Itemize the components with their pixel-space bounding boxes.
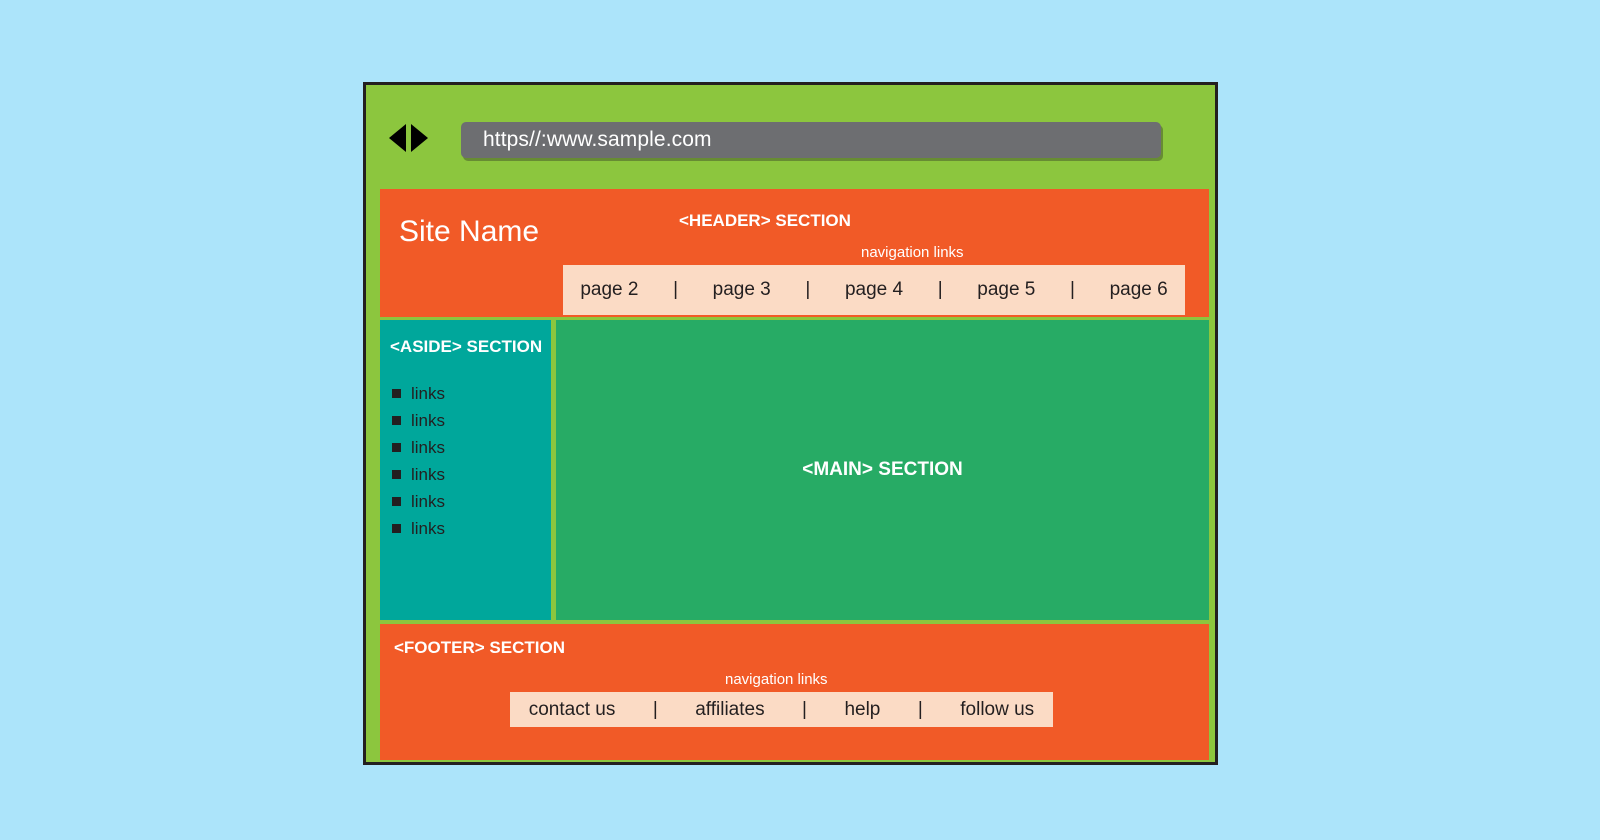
square-bullet-icon	[392, 524, 401, 533]
site-name-title: Site Name	[399, 215, 540, 248]
header-nav-separator: |	[1070, 279, 1075, 300]
aside-link-label: links	[411, 464, 446, 484]
footer-nav-item-affiliates[interactable]: affiliates	[695, 698, 765, 720]
aside-link-label: links	[411, 491, 446, 511]
address-bar[interactable]: https//:www.sample.com	[461, 122, 1161, 158]
header-nav-caption: navigation links	[861, 244, 964, 261]
header-nav-item-page-6[interactable]: page 6	[1109, 279, 1168, 300]
square-bullet-icon	[392, 470, 401, 479]
square-bullet-icon	[392, 416, 401, 425]
aside-list-item[interactable]: links	[392, 488, 542, 515]
aside-list-item[interactable]: links	[392, 461, 542, 488]
header-section-label: <HEADER> SECTION	[679, 211, 851, 230]
footer-nav-separator: |	[652, 698, 658, 720]
aside-list-item[interactable]: links	[392, 434, 542, 461]
main-section-label: <MAIN> SECTION	[802, 459, 963, 480]
header-nav-separator: |	[673, 279, 678, 300]
aside-list-item[interactable]: links	[392, 515, 542, 542]
aside-link-label: links	[411, 518, 446, 538]
aside-links-list: links links links links links links	[392, 380, 542, 542]
aside-section-label: <ASIDE> SECTION	[390, 337, 543, 356]
footer-nav-item-follow-us[interactable]: follow us	[960, 698, 1035, 720]
header-navigation-bar: page 2 | page 3 | page 4 | page 5 | page…	[563, 265, 1185, 315]
footer-nav-item-contact-us[interactable]: contact us	[528, 698, 616, 720]
header-nav-separator: |	[937, 279, 943, 300]
square-bullet-icon	[392, 497, 401, 506]
square-bullet-icon	[392, 443, 401, 452]
main-section: <MAIN> SECTION	[556, 320, 1209, 620]
header-nav-item-page-2[interactable]: page 2	[580, 279, 639, 300]
footer-nav-separator: |	[917, 698, 923, 720]
forward-arrow-icon[interactable]	[411, 124, 428, 152]
header-nav-item-page-3[interactable]: page 3	[712, 279, 771, 300]
footer-section: <FOOTER> SECTION navigation links contac…	[380, 624, 1209, 760]
square-bullet-icon	[392, 389, 401, 398]
browser-chrome-bar: https//:www.sample.com	[366, 85, 1215, 184]
header-nav-item-page-4[interactable]: page 4	[844, 279, 904, 300]
aside-link-label: links	[411, 437, 446, 457]
aside-list-item[interactable]: links	[392, 380, 542, 407]
footer-section-label: <FOOTER> SECTION	[394, 638, 565, 657]
header-nav-separator: |	[805, 279, 811, 300]
browser-navigation-arrows	[389, 124, 428, 152]
aside-section: <ASIDE> SECTION links links links links …	[380, 320, 551, 620]
aside-link-label: links	[411, 383, 446, 403]
footer-nav-caption: navigation links	[725, 671, 828, 688]
footer-navigation-bar: contact us | affiliates | help | follow …	[510, 692, 1053, 727]
browser-window-frame: https//:www.sample.com Site Name <HEADER…	[363, 82, 1218, 765]
header-nav-item-page-5[interactable]: page 5	[977, 279, 1036, 300]
footer-nav-item-help[interactable]: help	[844, 698, 881, 720]
footer-nav-separator: |	[802, 698, 807, 720]
aside-list-item[interactable]: links	[392, 407, 542, 434]
aside-link-label: links	[411, 410, 446, 430]
header-section: Site Name <HEADER> SECTION navigation li…	[380, 189, 1209, 317]
address-bar-text: https//:www.sample.com	[483, 128, 712, 151]
back-arrow-icon[interactable]	[389, 124, 406, 152]
